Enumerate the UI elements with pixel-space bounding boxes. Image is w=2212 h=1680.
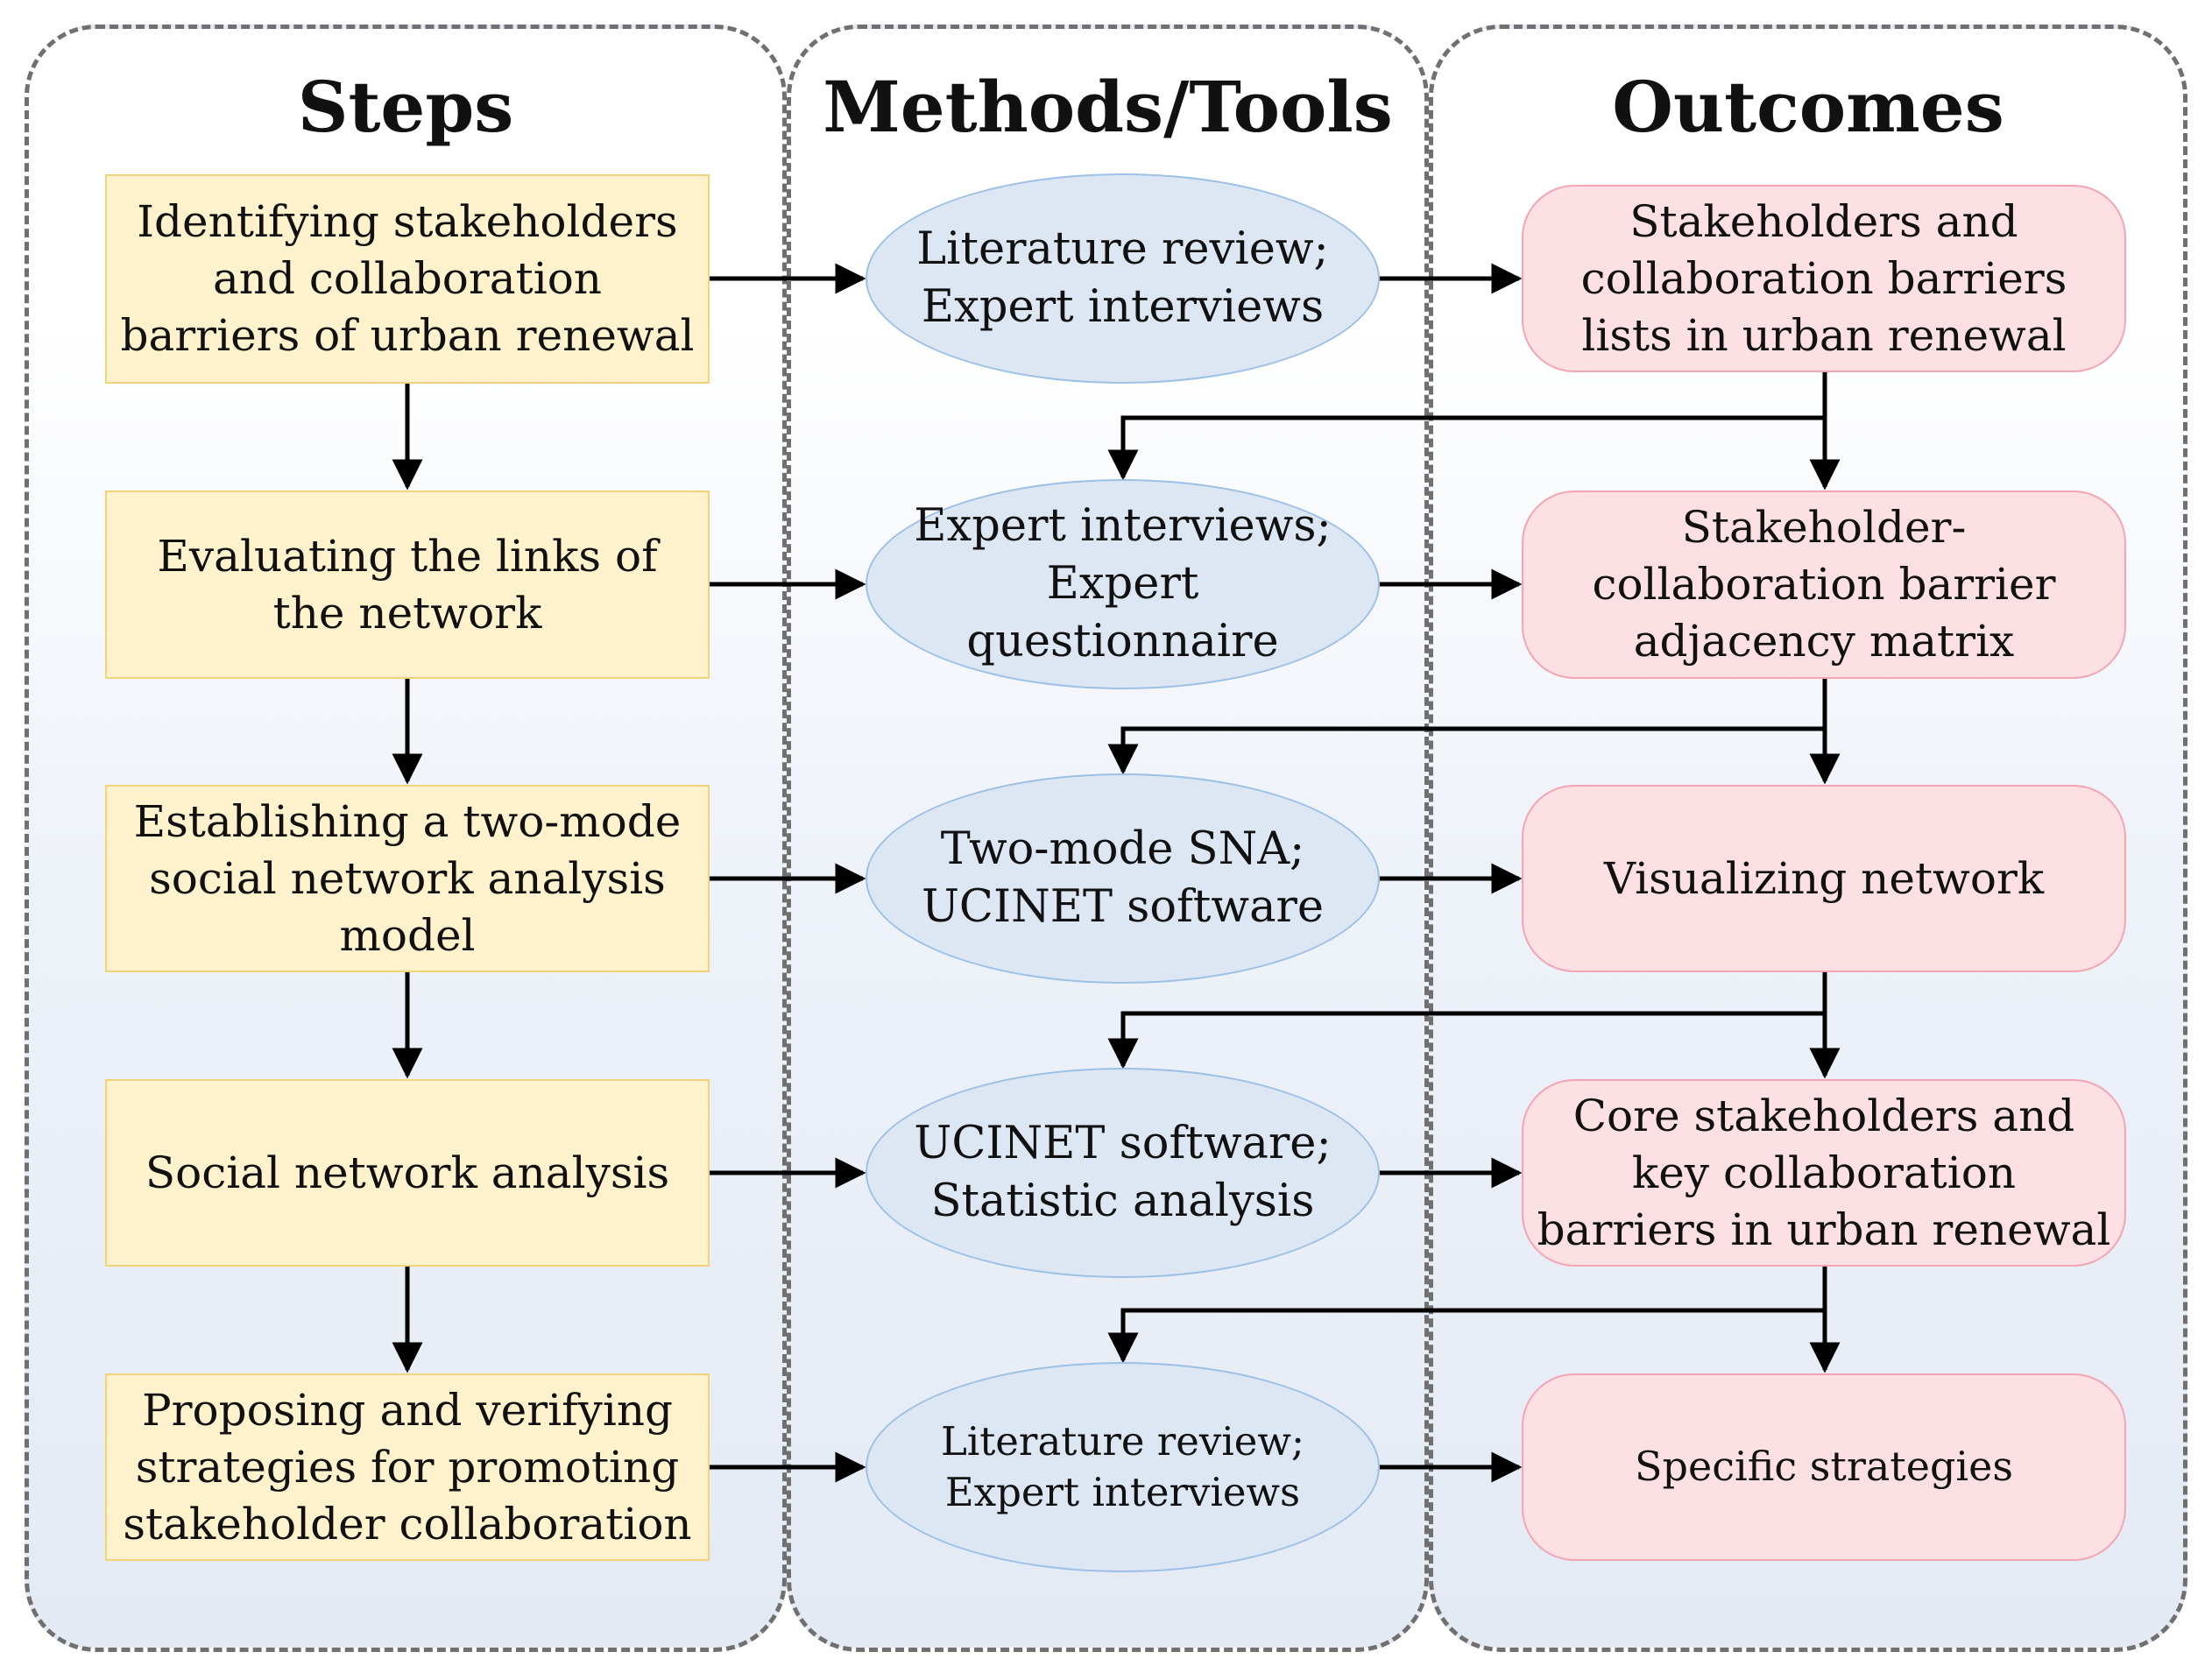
outcome-adjacency-matrix: Stakeholder- collaboration barrier adjac… <box>1522 491 2126 679</box>
outcome-lists: Stakeholders and collaboration barriers … <box>1522 185 2126 372</box>
steps-title: Steps <box>297 66 514 148</box>
arrow-outcome1-method2 <box>1107 415 1825 481</box>
methods-title: Methods/Tools <box>823 66 1393 148</box>
arrow-outcome4-method5 <box>1107 1308 1825 1364</box>
method-two-mode-sna: Two-mode SNA; UCINET software <box>866 773 1380 984</box>
method-ucinet-statistics: UCINET software; Statistic analysis <box>866 1068 1380 1278</box>
method-literature-expert-2: Literature review; Expert interviews <box>866 1362 1380 1572</box>
method-expert-questionnaire: Expert interviews; Expert questionnaire <box>866 479 1380 689</box>
arrow-outcome3-method4 <box>1107 1011 1825 1069</box>
step-establishing-model: Establishing a two-mode social network a… <box>105 785 710 972</box>
step-social-network-analysis: Social network analysis <box>105 1079 710 1267</box>
outcome-visualizing-network: Visualizing network <box>1522 785 2126 972</box>
step-evaluating-links: Evaluating the links of the network <box>105 491 710 679</box>
outcome-specific-strategies: Specific strategies <box>1522 1373 2126 1561</box>
method-literature-expert-1: Literature review; Expert interviews <box>866 173 1380 384</box>
step-proposing-strategies: Proposing and verifying strategies for p… <box>105 1373 710 1561</box>
outcomes-title: Outcomes <box>1612 66 2004 148</box>
arrow-outcome2-method3 <box>1107 726 1825 775</box>
outcome-core-stakeholders: Core stakeholders and key collaboration … <box>1522 1079 2126 1267</box>
step-identifying: Identifying stakeholders and collaborati… <box>105 174 710 384</box>
